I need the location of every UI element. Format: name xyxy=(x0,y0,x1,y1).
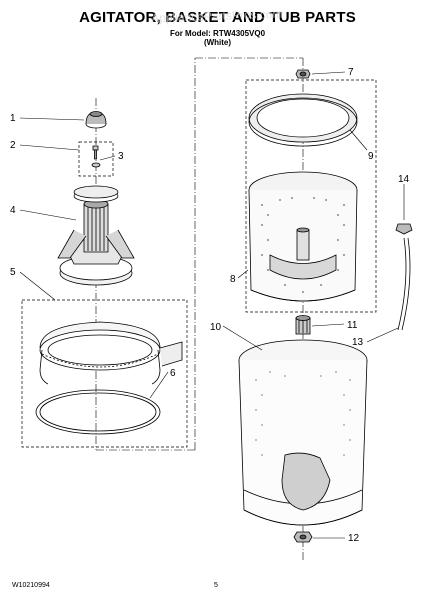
callout-2: 2 xyxy=(10,140,16,151)
tub-texture xyxy=(255,371,351,456)
callout-10: 10 xyxy=(210,322,222,333)
drive-block xyxy=(295,315,311,335)
callout-13: 13 xyxy=(352,337,364,348)
callout-numbers: 1 2 3 4 5 6 7 8 9 10 11 12 13 14 xyxy=(10,67,410,544)
callout-4: 4 xyxy=(10,205,16,216)
outer-tub xyxy=(238,339,368,526)
callout-1: 1 xyxy=(10,113,16,124)
hose xyxy=(397,237,411,331)
bolt-and-washer xyxy=(91,145,101,168)
callout-12: 12 xyxy=(348,533,360,544)
callout-3: 3 xyxy=(118,151,124,162)
hose-clip xyxy=(395,223,413,235)
basket-drum xyxy=(39,321,183,385)
callout-5: 5 xyxy=(10,267,16,278)
callout-11: 11 xyxy=(347,320,358,331)
leader-lines xyxy=(19,71,405,539)
watermark-text: AppliancePartsPros.com xyxy=(151,7,283,26)
page-number: 5 xyxy=(214,582,218,589)
box-basket-upper xyxy=(245,79,377,313)
callout-6: 6 xyxy=(170,368,176,379)
callout-8: 8 xyxy=(230,274,236,285)
tub-nut xyxy=(293,531,313,543)
agitator-cap xyxy=(85,111,107,129)
callout-7: 7 xyxy=(348,67,354,78)
basket-top-ring xyxy=(248,93,358,147)
diagram-title: AGITATOR, BASKET AND TUB PARTS xyxy=(79,9,356,26)
hub-nut xyxy=(295,69,311,79)
callout-9: 9 xyxy=(368,151,374,162)
group-boxes xyxy=(21,79,377,448)
balance-ring xyxy=(35,389,161,435)
box-basket-assembly xyxy=(21,299,188,448)
basket-perforations xyxy=(261,197,345,293)
box-bolt-washer xyxy=(78,141,114,177)
callout-14: 14 xyxy=(398,174,410,185)
color-line: (White) xyxy=(203,38,232,47)
document-id: W10210994 xyxy=(12,582,50,589)
basket xyxy=(248,171,358,302)
agitator xyxy=(57,185,135,286)
model-line: For Model: RTW4305VQ0 xyxy=(169,29,266,38)
